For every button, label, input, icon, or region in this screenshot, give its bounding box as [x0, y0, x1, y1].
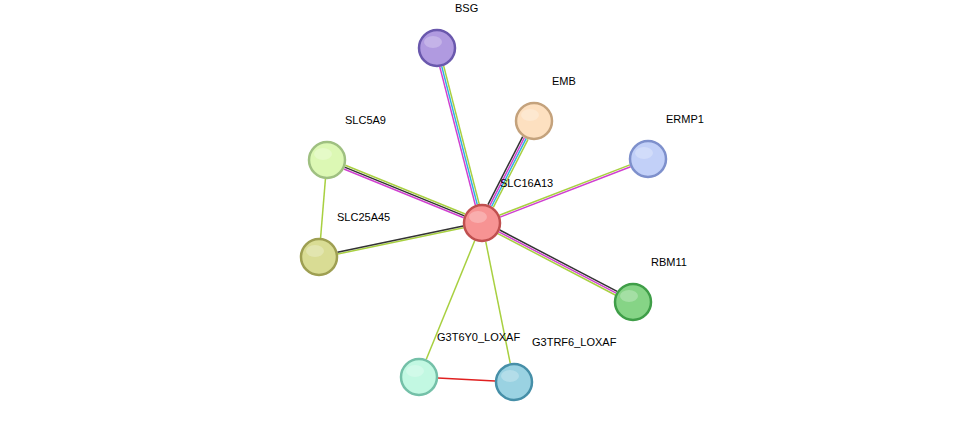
node-highlight [635, 147, 653, 159]
edge-line [337, 226, 463, 252]
interaction-edge [438, 378, 495, 381]
node-circle [495, 363, 533, 401]
edge-line [345, 165, 465, 214]
protein-node: SLC25A45 [300, 238, 338, 276]
interaction-edge [499, 165, 630, 217]
edge-line [321, 179, 326, 238]
node-label: SLC5A9 [345, 114, 386, 126]
node-highlight [620, 290, 638, 302]
node-circle [515, 102, 553, 140]
edge-line [492, 138, 527, 206]
node-label: RBM11 [651, 256, 687, 268]
protein-node: SLC5A9 [308, 141, 346, 179]
node-highlight [306, 245, 324, 257]
node-circle [400, 358, 438, 396]
node-label: G3TRF6_LOXAF [532, 336, 616, 348]
node-circle [418, 29, 456, 67]
node-shape [516, 103, 552, 139]
node-shape [496, 364, 532, 400]
interaction-edge [337, 226, 463, 254]
edge-line [498, 234, 615, 295]
node-label: BSG [455, 2, 478, 14]
edge-line [444, 66, 480, 204]
node-label: SLC25A45 [337, 211, 390, 223]
node-circle [463, 204, 501, 242]
node-label: EMB [552, 75, 576, 87]
interaction-edge [321, 179, 326, 238]
edge-line [500, 167, 631, 217]
node-shape [464, 205, 500, 241]
protein-node: SLC16A13 [463, 204, 501, 242]
node-shape [615, 284, 651, 320]
protein-node: G3TRF6_LOXAF [495, 363, 533, 401]
interaction-edge [344, 165, 465, 217]
edge-line [442, 66, 478, 204]
node-shape [301, 239, 337, 275]
edge-line [488, 137, 523, 205]
edge-line [338, 228, 464, 254]
protein-node: G3T6Y0_LOXAF [400, 358, 438, 396]
node-label: SLC16A13 [500, 177, 553, 189]
edge-line [499, 232, 616, 293]
protein-node: BSG [418, 29, 456, 67]
edge-line [440, 67, 476, 205]
node-shape [401, 359, 437, 395]
node-shape [419, 30, 455, 66]
edge-line [493, 139, 528, 207]
node-highlight [521, 109, 539, 121]
edge-line [486, 242, 511, 364]
node-highlight [406, 365, 424, 377]
edge-line [344, 169, 464, 218]
interaction-edge [440, 66, 479, 205]
node-circle [614, 283, 652, 321]
interaction-edge [486, 242, 511, 364]
node-circle [308, 141, 346, 179]
protein-node: EMB [515, 102, 553, 140]
node-label: ERMP1 [666, 113, 704, 125]
protein-node: RBM11 [614, 283, 652, 321]
edge-line [345, 167, 465, 216]
node-highlight [424, 36, 442, 48]
interaction-edge [498, 230, 617, 295]
node-highlight [469, 211, 487, 223]
node-circle [629, 140, 667, 178]
node-circle [300, 238, 338, 276]
edge-line [438, 378, 495, 381]
node-label: G3T6Y0_LOXAF [437, 331, 520, 343]
edge-line [499, 165, 630, 215]
node-shape [630, 141, 666, 177]
node-highlight [314, 148, 332, 160]
interaction-edge [488, 137, 528, 208]
edge-line [490, 137, 525, 205]
edge-line [500, 230, 617, 291]
node-shape [309, 142, 345, 178]
node-highlight [501, 370, 519, 382]
protein-node: ERMP1 [629, 140, 667, 178]
